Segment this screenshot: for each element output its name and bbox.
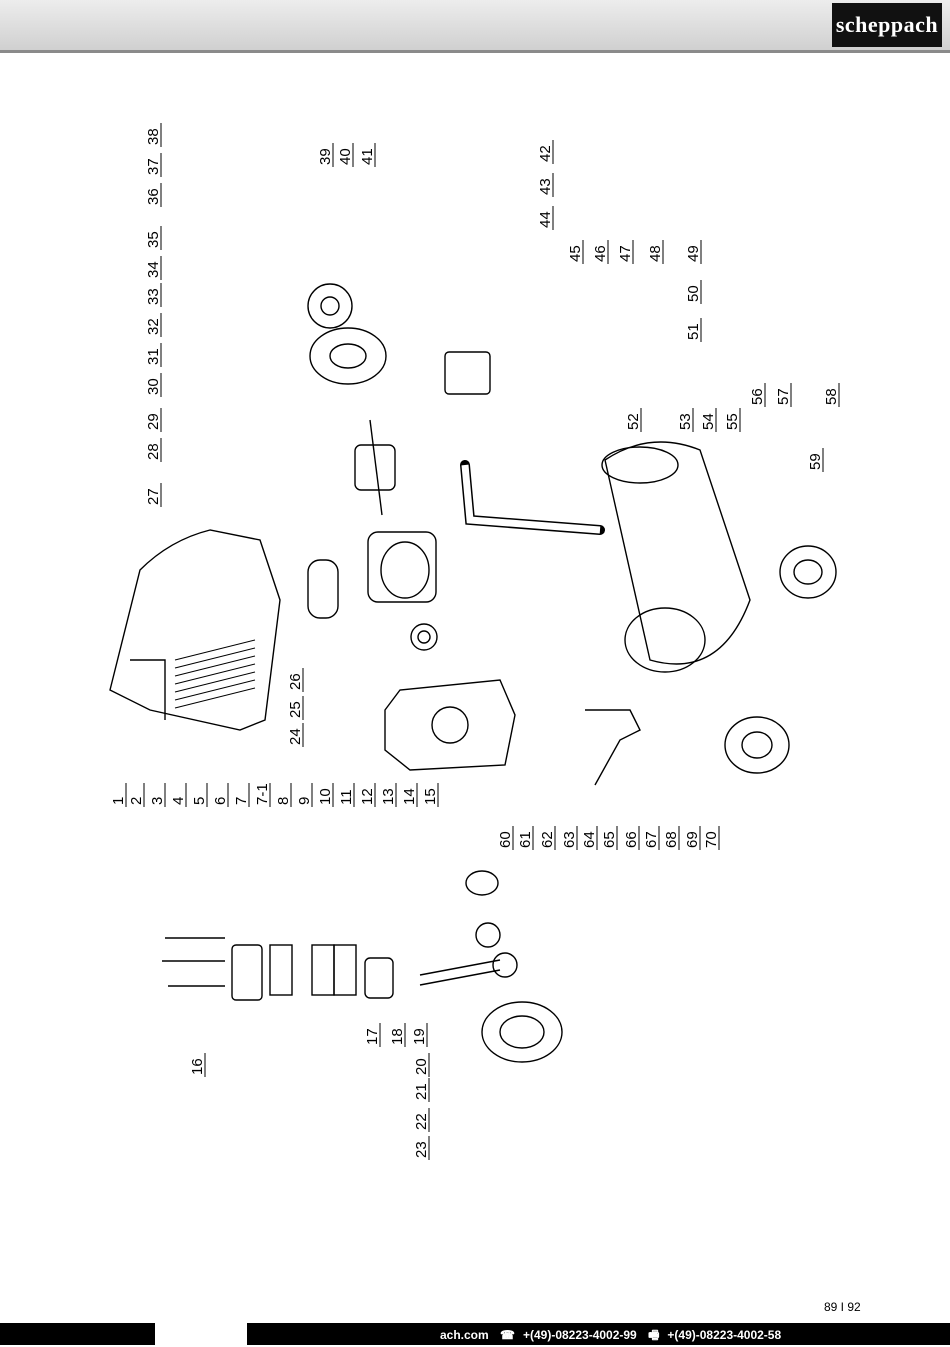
part-label-10: 10 [317,788,334,805]
part-label-22: 22 [413,1113,430,1130]
part-label-62: 62 [539,831,556,848]
part-label-69: 69 [684,831,701,848]
page-number: 89 I 92 [824,1300,861,1314]
part-label-21: 21 [413,1083,430,1100]
part-label-40: 40 [337,148,354,165]
part-label-23: 23 [413,1141,430,1158]
footer-phone: +(49)-08223-4002-99 [522,1328,637,1342]
part-label-53: 53 [677,413,694,430]
part-label-14: 14 [401,788,418,805]
part-label-63: 63 [561,831,578,848]
part-label-51: 51 [685,323,702,340]
part-label-1: 1 [110,797,127,805]
part-label-33: 33 [145,288,162,305]
part-label-56: 56 [749,388,766,405]
fax-icon: 🖷 [648,1328,660,1342]
part-label-11: 11 [338,789,355,805]
part-label-30: 30 [145,378,162,395]
part-label-25: 25 [287,701,304,718]
part-label-42: 42 [537,145,554,162]
part-label-64: 64 [581,831,598,848]
part-label-35: 35 [145,231,162,248]
part-label-54: 54 [700,413,717,430]
part-label-7-1: 7-1 [254,783,271,805]
part-label-49: 49 [685,245,702,262]
part-label-60: 60 [497,831,514,848]
footer-block-left [0,1323,155,1345]
part-label-68: 68 [663,831,680,848]
part-label-70: 70 [703,831,720,848]
footer-fax: +(49)-08223-4002-58 [667,1328,782,1342]
part-label-4: 4 [170,797,187,805]
part-label-61: 61 [517,831,534,848]
footer-website[interactable]: ach.com [440,1328,489,1342]
part-label-15: 15 [422,788,439,805]
part-label-34: 34 [145,261,162,278]
footer-block-right [247,1323,950,1345]
part-label-57: 57 [775,388,792,405]
part-label-32: 32 [145,318,162,335]
part-label-66: 66 [623,831,640,848]
part-label-7: 7 [233,797,250,805]
part-label-29: 29 [145,413,162,430]
part-label-55: 55 [724,413,741,430]
part-label-67: 67 [643,831,660,848]
part-label-48: 48 [647,245,664,262]
part-label-38: 38 [145,128,162,145]
part-label-18: 18 [389,1028,406,1045]
part-label-47: 47 [617,245,634,262]
part-label-27: 27 [145,488,162,505]
part-label-28: 28 [145,443,162,460]
brand-logo: scheppach [832,3,942,47]
part-label-26: 26 [287,673,304,690]
part-label-46: 46 [592,245,609,262]
part-label-3: 3 [149,797,166,805]
header-bar: scheppach [0,0,950,53]
part-label-52: 52 [625,413,642,430]
part-label-43: 43 [537,178,554,195]
footer-contact: ach.com ☎ +(49)-08223-4002-99 🖷 +(49)-0822… [440,1326,789,1347]
part-label-16: 16 [189,1058,206,1075]
part-label-9: 9 [296,797,313,805]
part-label-45: 45 [567,245,584,262]
footer-bar: ach.com ☎ +(49)-08223-4002-99 🖷 +(49)-0822… [0,1323,950,1345]
part-label-39: 39 [317,148,334,165]
part-label-36: 36 [145,188,162,205]
part-label-17: 17 [364,1028,381,1045]
part-label-24: 24 [287,728,304,745]
part-label-20: 20 [413,1058,430,1075]
part-label-50: 50 [685,285,702,302]
part-label-59: 59 [807,453,824,470]
part-label-31: 31 [145,348,162,365]
part-label-19: 19 [411,1028,428,1045]
part-label-6: 6 [212,797,229,805]
part-label-65: 65 [601,831,618,848]
part-label-41: 41 [359,148,376,165]
part-label-5: 5 [191,797,208,805]
part-label-12: 12 [359,788,376,805]
part-label-37: 37 [145,158,162,175]
part-label-44: 44 [537,211,554,228]
part-label-13: 13 [380,788,397,805]
leader-lines [125,123,840,1160]
part-label-58: 58 [823,388,840,405]
phone-icon: ☎ [500,1328,515,1342]
part-label-8: 8 [275,797,292,805]
part-label-2: 2 [128,797,145,805]
component-drawings [109,283,837,1063]
